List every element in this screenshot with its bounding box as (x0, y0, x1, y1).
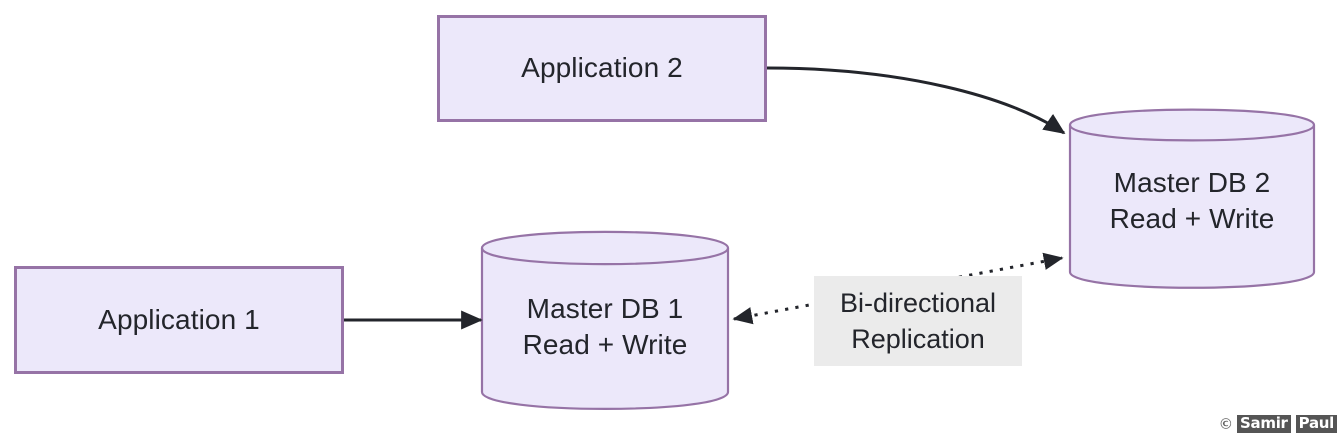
edge-app2-to-db2 (766, 66, 1066, 135)
master-db-1-cylinder[interactable] (480, 230, 730, 410)
watermark-first-name: Samir (1236, 414, 1292, 434)
replication-edge-label: Bi-directional Replication (814, 276, 1022, 366)
application-1-box[interactable] (14, 266, 344, 374)
replication-label-line-2: Replication (851, 324, 985, 354)
application-2-box[interactable] (437, 15, 767, 122)
master-db-2-cylinder[interactable] (1068, 108, 1316, 289)
replication-label-line-1: Bi-directional (839, 287, 997, 318)
watermark-last-name: Paul (1294, 414, 1338, 434)
copyright-symbol: © (1218, 415, 1234, 434)
watermark: © Samir Paul (1218, 414, 1338, 434)
